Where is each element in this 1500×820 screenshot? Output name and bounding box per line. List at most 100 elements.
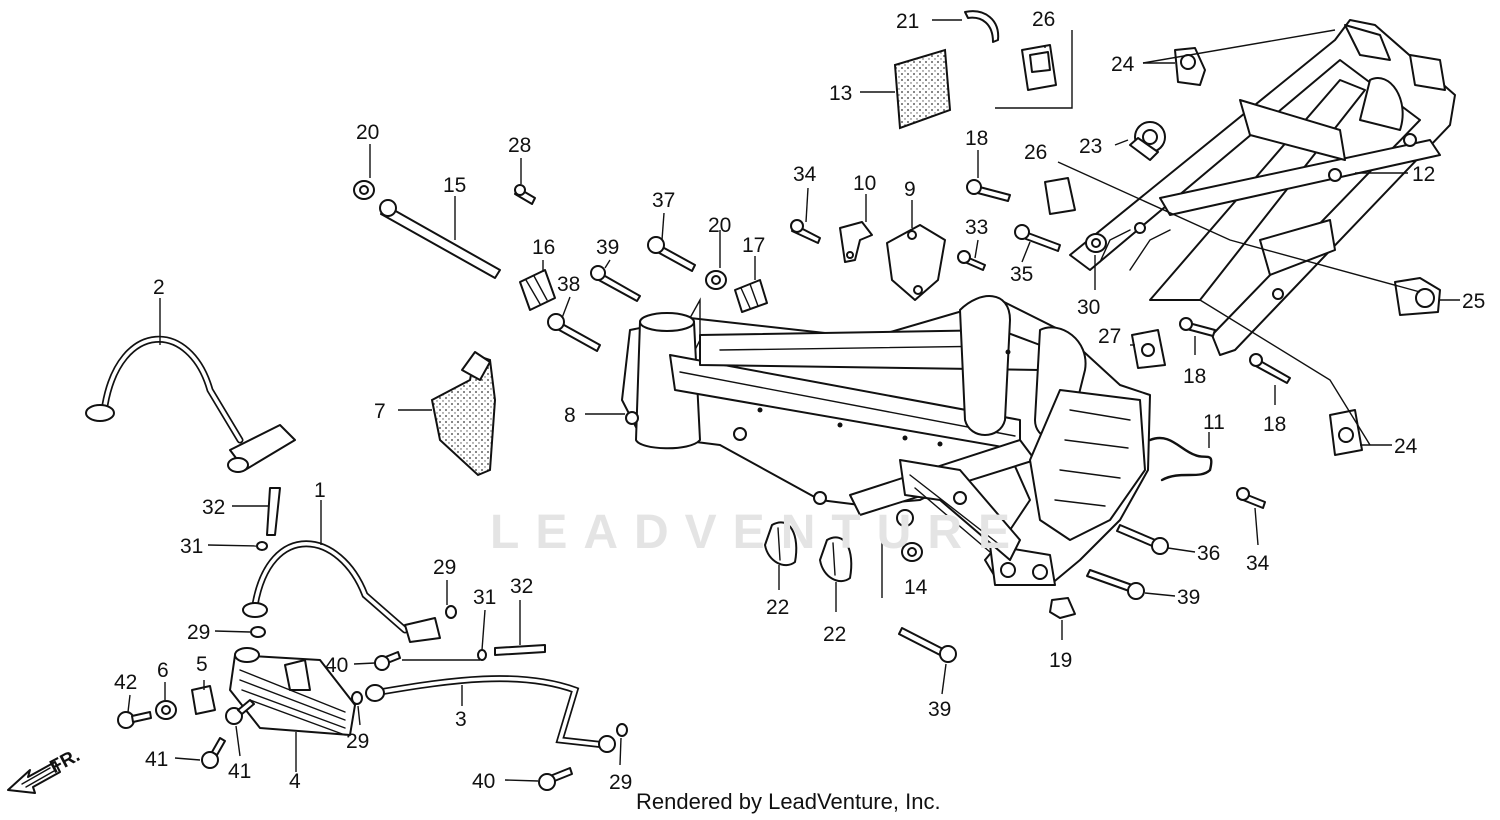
- washer-29b[interactable]: [250, 626, 266, 638]
- callout-5: 5: [196, 653, 208, 676]
- clamp-27[interactable]: [1131, 329, 1166, 369]
- grommet-22a[interactable]: [764, 521, 798, 567]
- credit-text: Rendered by LeadVenture, Inc.: [636, 789, 941, 814]
- bolt-33[interactable]: [957, 250, 986, 271]
- nut-20b[interactable]: [705, 270, 727, 290]
- collar-17[interactable]: [734, 279, 768, 313]
- bolt-41a[interactable]: [201, 737, 226, 769]
- callout-39-bottom: 39: [928, 698, 951, 721]
- callout-39-top: 39: [596, 236, 619, 259]
- callout-28: 28: [508, 134, 531, 157]
- hose-1[interactable]: [242, 540, 441, 643]
- cover-13[interactable]: [893, 48, 952, 130]
- washer-29d[interactable]: [616, 723, 628, 737]
- nut-20a[interactable]: [353, 180, 375, 200]
- callout-11: 11: [1203, 411, 1225, 434]
- callout-20-left: 20: [356, 121, 379, 144]
- bolt-40a[interactable]: [374, 651, 401, 671]
- clamp-25[interactable]: [1394, 277, 1441, 316]
- nut-19[interactable]: [1049, 597, 1076, 619]
- collar-6[interactable]: [155, 700, 177, 720]
- callout-18-top: 18: [965, 127, 988, 150]
- clamp-26-mid[interactable]: [1044, 177, 1076, 215]
- washer-29a[interactable]: [445, 605, 457, 619]
- bracket-9[interactable]: [886, 224, 946, 301]
- clamp-26-top[interactable]: [1021, 44, 1057, 91]
- hose-3[interactable]: [365, 675, 616, 753]
- bolt-39-top[interactable]: [590, 265, 641, 302]
- callout-7: 7: [374, 400, 386, 423]
- callout-20-mid: 20: [708, 214, 731, 237]
- callout-13: 13: [829, 82, 852, 105]
- hose-2[interactable]: [85, 335, 296, 473]
- callout-25: 25: [1462, 290, 1485, 313]
- bolt-18-top[interactable]: [966, 179, 1011, 202]
- callout-29-b: 29: [187, 621, 210, 644]
- callout-24-bottom: 24: [1394, 435, 1418, 458]
- clamp-23[interactable]: [1129, 121, 1166, 161]
- bolt-18-mid[interactable]: [1179, 317, 1216, 337]
- bolt-28[interactable]: [514, 184, 536, 205]
- callout-18-mid: 18: [1183, 365, 1206, 388]
- callout-34-top: 34: [793, 163, 817, 186]
- callout-19: 19: [1049, 649, 1072, 672]
- grommet-22b[interactable]: [819, 536, 853, 583]
- bracket-10[interactable]: [839, 221, 873, 263]
- washer-29c[interactable]: [351, 691, 363, 705]
- pin-32b[interactable]: [494, 644, 546, 656]
- callout-labels: 1 2 3 4 5 6 7 8 9 10 11 12 13 14 15 16 1…: [114, 8, 1485, 794]
- bolt-38[interactable]: [547, 313, 601, 352]
- bolt-39-bottom[interactable]: [898, 627, 957, 663]
- callout-16: 16: [532, 236, 555, 259]
- oil-cooler-4[interactable]: [229, 647, 356, 736]
- callout-12: 12: [1412, 163, 1435, 186]
- bolt-39-right[interactable]: [1086, 569, 1145, 600]
- callout-9: 9: [904, 178, 916, 201]
- callout-30: 30: [1077, 296, 1100, 319]
- callout-36: 36: [1197, 542, 1220, 565]
- clamp-24-bottom[interactable]: [1329, 409, 1363, 456]
- callout-1: 1: [314, 479, 326, 502]
- callout-23: 23: [1079, 135, 1102, 158]
- bracket-7[interactable]: [430, 351, 497, 477]
- clip-21[interactable]: [964, 10, 1000, 43]
- bolt-42[interactable]: [117, 711, 152, 729]
- spring-clip-11[interactable]: [1148, 436, 1213, 482]
- clip-31a[interactable]: [256, 541, 268, 551]
- callout-10: 10: [853, 172, 876, 195]
- callout-42: 42: [114, 671, 137, 694]
- callout-18-right: 18: [1263, 413, 1286, 436]
- bolt-35[interactable]: [1014, 224, 1061, 252]
- callout-26-mid: 26: [1024, 141, 1047, 164]
- callout-14: 14: [904, 576, 928, 599]
- callout-21: 21: [896, 10, 919, 33]
- bolt-34-top[interactable]: [790, 219, 821, 244]
- callout-22-left: 22: [766, 596, 789, 619]
- bolt-41b[interactable]: [225, 699, 255, 725]
- collar-30[interactable]: [1085, 233, 1107, 253]
- callout-26-top: 26: [1032, 8, 1055, 31]
- callout-31-a: 31: [180, 535, 203, 558]
- bolt-40b[interactable]: [538, 767, 573, 791]
- callout-15: 15: [443, 174, 466, 197]
- callout-2: 2: [153, 276, 165, 299]
- callout-37: 37: [652, 189, 675, 212]
- collar-16[interactable]: [519, 269, 556, 311]
- clip-31b[interactable]: [477, 649, 487, 661]
- bolt-15[interactable]: [379, 199, 501, 279]
- clamp-24-top[interactable]: [1174, 47, 1206, 86]
- bolt-34-right[interactable]: [1236, 487, 1266, 509]
- bolt-37[interactable]: [647, 236, 696, 272]
- main-frame[interactable]: [621, 295, 1151, 586]
- callout-27: 27: [1098, 325, 1121, 348]
- bolt-36[interactable]: [1116, 524, 1169, 555]
- callout-33: 33: [965, 216, 988, 239]
- callout-41-b: 41: [228, 760, 251, 783]
- pin-32a[interactable]: [266, 487, 281, 536]
- bolt-18-right[interactable]: [1249, 353, 1291, 384]
- collar-14[interactable]: [901, 542, 923, 562]
- rear-subframe[interactable]: [1069, 19, 1456, 356]
- callout-29-d: 29: [609, 771, 632, 794]
- grommet-5[interactable]: [191, 685, 216, 715]
